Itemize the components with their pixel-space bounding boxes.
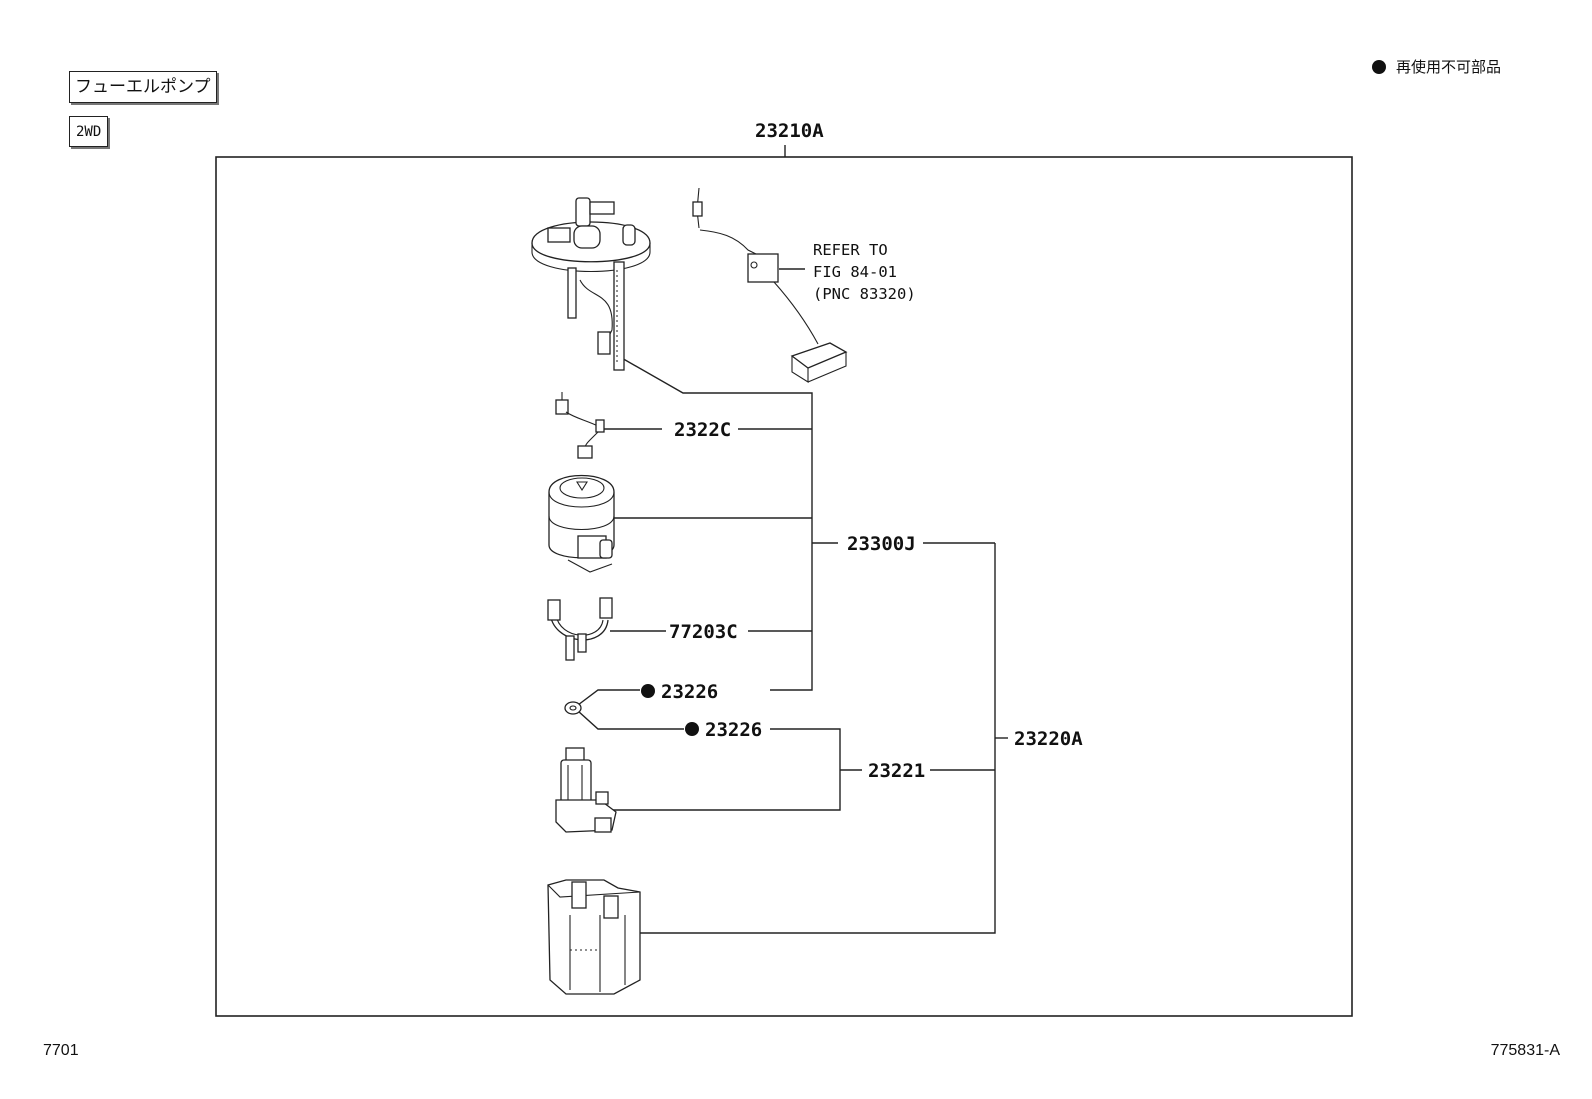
drive-tag: 2WD [69, 116, 109, 147]
leader-lines [577, 268, 1008, 934]
reference-line-2: FIG 84-01 [813, 263, 897, 281]
fuel-pump-illustration [555, 747, 617, 833]
non-reusable-dot-icon [641, 684, 655, 698]
part-23226-lower-label: 23226 [705, 719, 762, 741]
part-2322C-label: 2322C [674, 419, 731, 441]
fuel-pump-plate-illustration [531, 197, 651, 371]
part-23226-upper-label: 23226 [661, 681, 718, 703]
part-23221-label: 23221 [868, 760, 925, 782]
reference-line-1: REFER TO [813, 241, 888, 259]
non-reusable-dot-icon [1372, 60, 1386, 74]
part-23210A-label: 23210A [755, 120, 824, 142]
part-77203C-label: 77203C [669, 621, 738, 643]
title-tag: フューエルポンプ [69, 71, 217, 103]
page-number: 7701 [43, 1042, 79, 1059]
legend: 再使用不可部品 [1372, 56, 1501, 77]
gasket-illustration [564, 701, 582, 715]
assembly-frame [215, 156, 1353, 1017]
part-23220A-label: 23220A [1014, 728, 1083, 750]
fuel-sender-illustration [692, 187, 848, 383]
non-reusable-dot-icon [685, 722, 699, 736]
part-23300J-label: 23300J [847, 533, 916, 555]
sub-tank-illustration [547, 879, 641, 995]
wire-harness-illustration [555, 392, 605, 459]
fuel-filter-illustration [548, 474, 615, 573]
legend-label: 再使用不可部品 [1396, 58, 1502, 76]
figure-id: 775831-A [1490, 1042, 1560, 1059]
reference-line-3: (PNC 83320) [813, 285, 916, 303]
bracket-illustration [547, 597, 613, 661]
